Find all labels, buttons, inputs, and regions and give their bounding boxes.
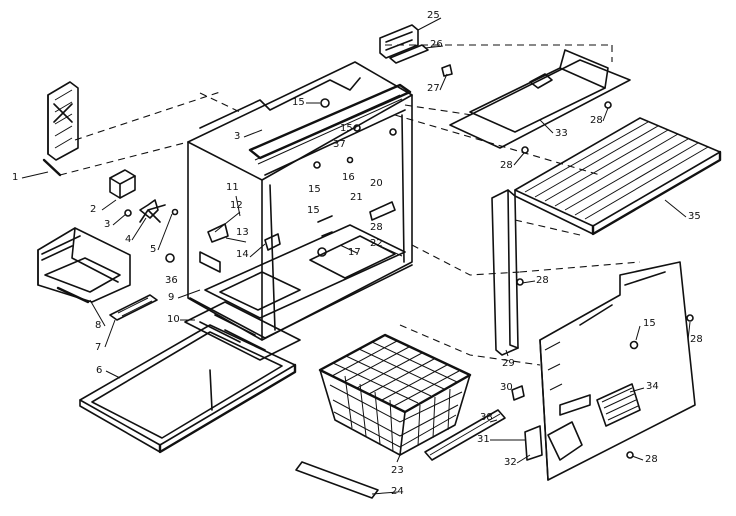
callout-1: 1 [12,172,18,183]
callout-28b: 28 [590,115,603,126]
callout-8: 8 [95,320,101,331]
callout-12: 12 [230,200,243,211]
callout-28e: 28 [690,334,703,345]
vertical-rail-part-29 [491,189,524,356]
callout-7: 7 [95,342,101,353]
callout-30: 30 [500,382,513,393]
callout-28f: 28 [645,454,658,465]
callout-36: 36 [165,275,178,286]
callout-28a: 28 [370,222,383,233]
shelf-frame-part-33 [449,49,631,154]
callout-25: 25 [427,10,440,21]
callout-11: 11 [226,182,239,193]
callout-4: 4 [125,234,131,245]
callout-27: 27 [427,83,440,94]
callout-14: 14 [236,249,249,260]
wire-basket-part-23 [318,333,472,456]
callout-15a: 15 [292,97,305,108]
callout-16: 16 [342,172,355,183]
fan-assembly [109,169,179,263]
callout-9: 9 [168,292,174,303]
callout-24: 24 [391,486,404,497]
callout-15e: 15 [643,318,656,329]
callout-29: 29 [502,358,515,369]
callout-28d: 28 [536,275,549,286]
callout-35: 35 [688,211,701,222]
rail-part-7 [109,294,158,321]
back-panel [539,261,696,481]
callout-31: 31 [477,434,490,445]
callout-15b: 15 [340,123,353,134]
wire-shelf-part-35 [514,117,722,236]
callout-13: 13 [236,227,249,238]
callout-26: 26 [430,39,443,50]
small-parts-30-32 [511,385,543,461]
bracket-parts-25-26 [379,24,453,77]
callout-15d: 15 [307,205,320,216]
callout-33: 33 [555,128,568,139]
callout-6: 6 [96,365,102,376]
callout-20: 20 [370,178,383,189]
callout-28c: 28 [500,160,513,171]
bracket-part-1 [42,81,79,177]
trim-strips-24-38 [295,409,506,499]
drawer-tray-part-8 [37,227,131,304]
crisper-frame-part-6 [79,324,297,454]
callout-10: 10 [167,314,180,325]
callout-38: 38 [480,412,493,423]
callout-32: 32 [504,457,517,468]
leader-lines [21,17,691,495]
callout-21: 21 [350,192,363,203]
callout-34: 34 [646,381,659,392]
callout-17: 17 [348,247,361,258]
callout-2: 2 [90,204,96,215]
callout-labels: 1 2 3 4 5 36 3 15 15 37 15 16 20 21 11 1… [12,10,703,497]
callout-23: 23 [391,465,404,476]
callout-37: 37 [333,139,346,150]
callout-22: 22 [370,238,383,249]
callout-3a: 3 [104,219,110,230]
callout-15c: 15 [308,184,321,195]
bottom-panel-part-10 [184,301,301,361]
callout-3b: 3 [234,131,240,142]
cabinet-liner [187,61,413,341]
callout-5: 5 [150,244,156,255]
